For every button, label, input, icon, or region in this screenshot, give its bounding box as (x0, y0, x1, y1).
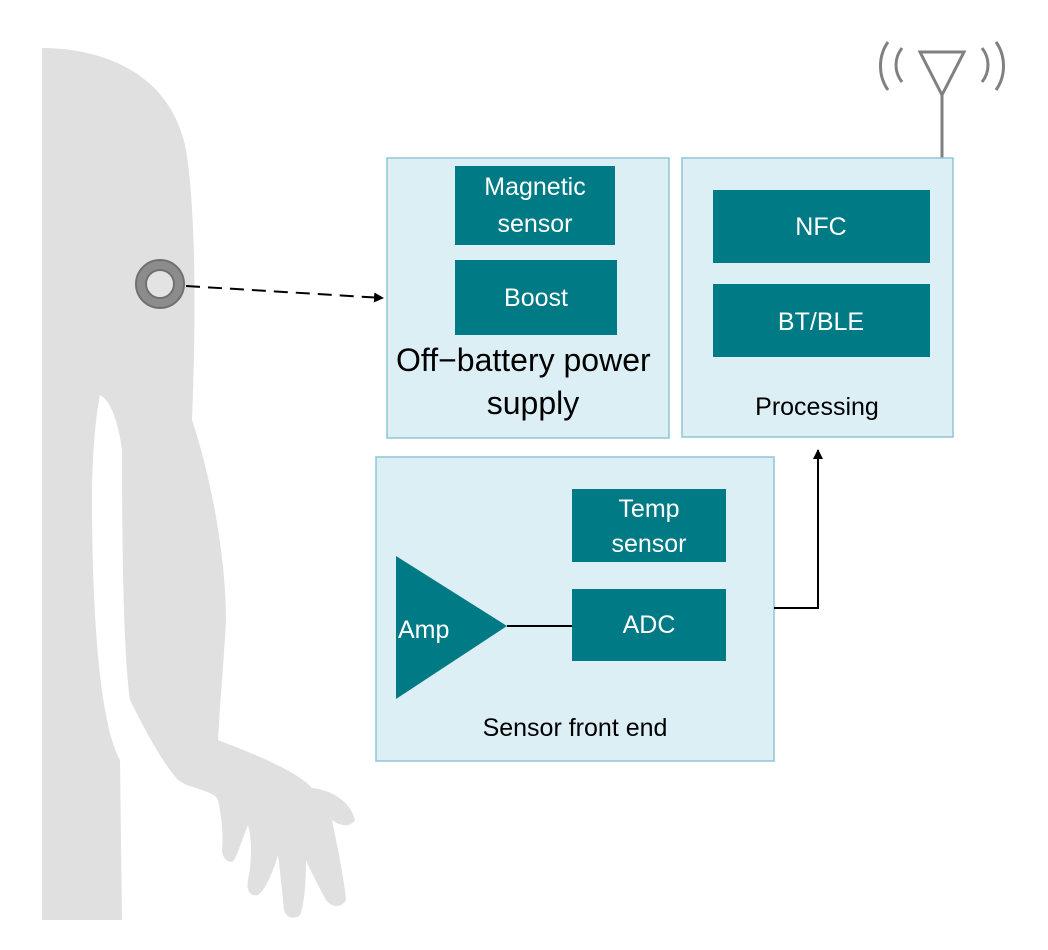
antenna-icon (879, 41, 1005, 158)
power-supply-label-line2: supply (487, 385, 580, 421)
boost-label: Boost (504, 284, 568, 312)
amp-label: Amp (398, 616, 449, 644)
power-supply-panel: Magnetic sensor Boost Off−battery power … (386, 157, 670, 439)
temp-sensor-block (572, 489, 726, 562)
magnetic-sensor-label-line1: Magnetic (484, 173, 585, 201)
processing-panel: NFC BT/BLE Processing (681, 157, 954, 438)
arm-silhouette (42, 48, 355, 920)
frontend-to-processing-arrow (774, 449, 823, 609)
bt-ble-label: BT/BLE (778, 308, 864, 336)
adc-block (572, 589, 726, 661)
amp-triangle (396, 556, 507, 699)
temp-sensor-label-line2: sensor (611, 530, 686, 558)
nfc-label: NFC (795, 213, 846, 241)
temp-sensor-label-line1: Temp (618, 495, 679, 523)
ring-sensor-icon (135, 259, 185, 309)
bt-ble-block (713, 284, 930, 357)
sensor-front-end-label: Sensor front end (483, 714, 668, 742)
processing-label: Processing (755, 393, 879, 421)
sensor-front-end-panel: Temp sensor ADC Amp Sensor front end (375, 456, 775, 762)
nfc-block (713, 190, 930, 263)
sensor-to-power-arrow (185, 285, 384, 303)
power-supply-label-line1: Off−battery power (396, 342, 651, 378)
adc-label: ADC (623, 611, 676, 639)
boost-block (455, 260, 617, 335)
magnetic-sensor-block (455, 166, 615, 245)
magnetic-sensor-label-line2: sensor (497, 210, 572, 238)
